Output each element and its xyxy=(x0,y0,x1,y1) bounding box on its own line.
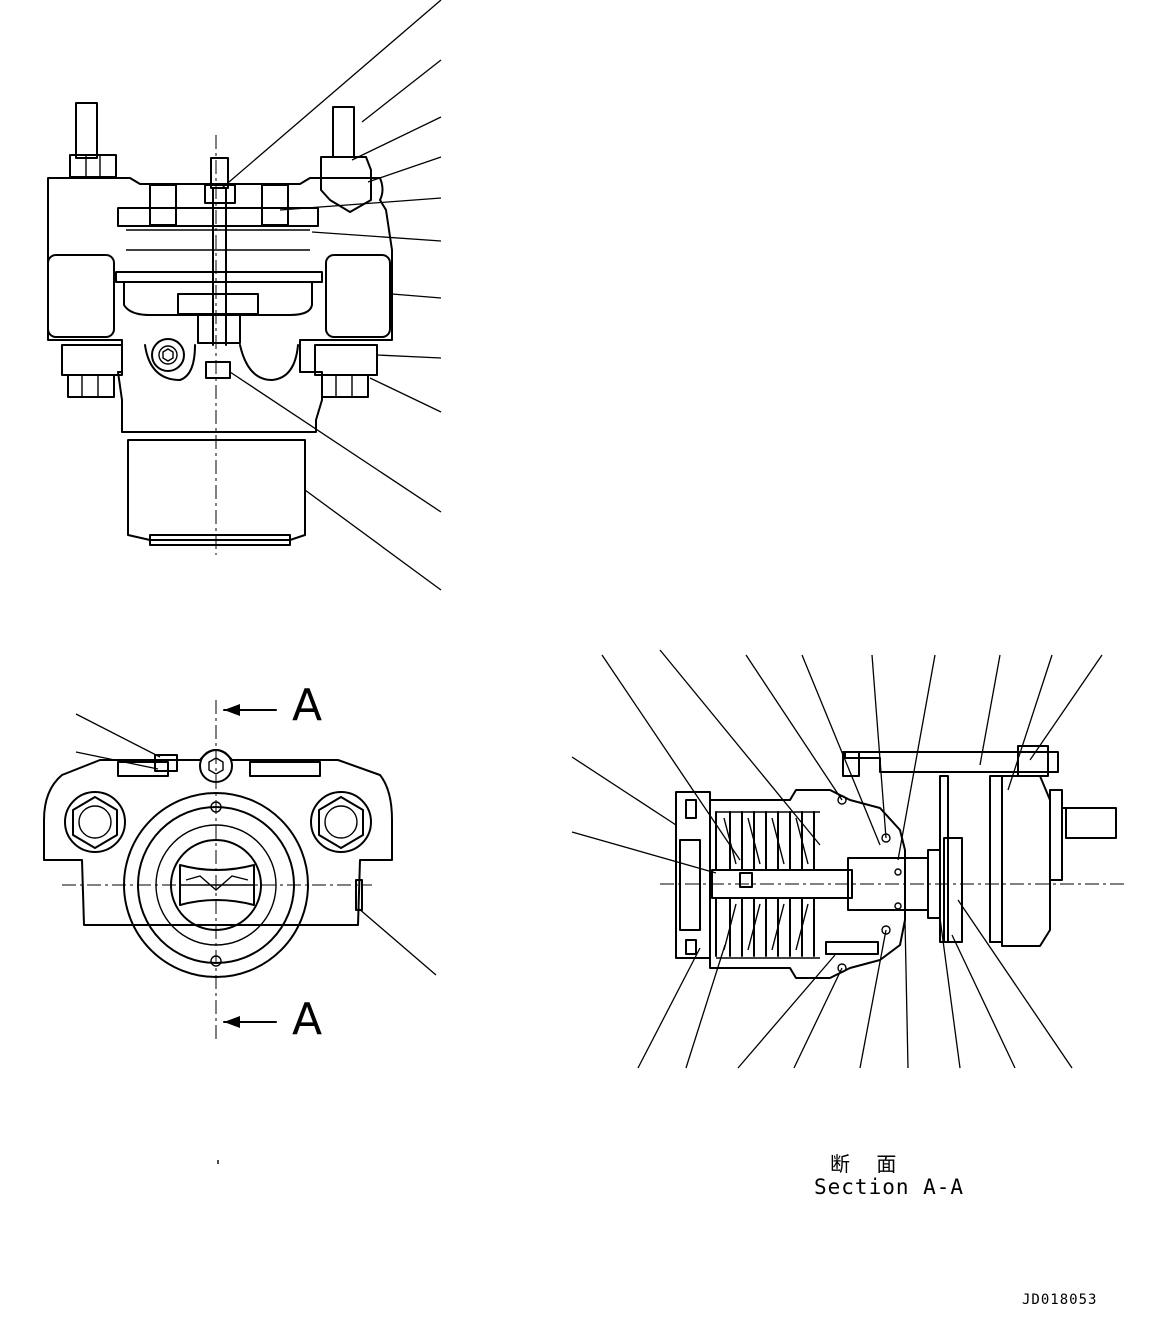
disc-stack-top xyxy=(715,811,815,871)
caption-english: Section A-A xyxy=(814,1175,965,1199)
section-view xyxy=(571,649,1128,1069)
end-view xyxy=(43,700,437,1040)
top-view xyxy=(47,0,442,591)
caption-japanese: 断 面 xyxy=(830,1152,907,1176)
drawing-code: JD018053 xyxy=(1022,1292,1098,1308)
disc-stack-bottom xyxy=(715,897,815,957)
section-mark-bottom: A xyxy=(292,994,323,1045)
section-mark-top: A xyxy=(292,680,323,731)
